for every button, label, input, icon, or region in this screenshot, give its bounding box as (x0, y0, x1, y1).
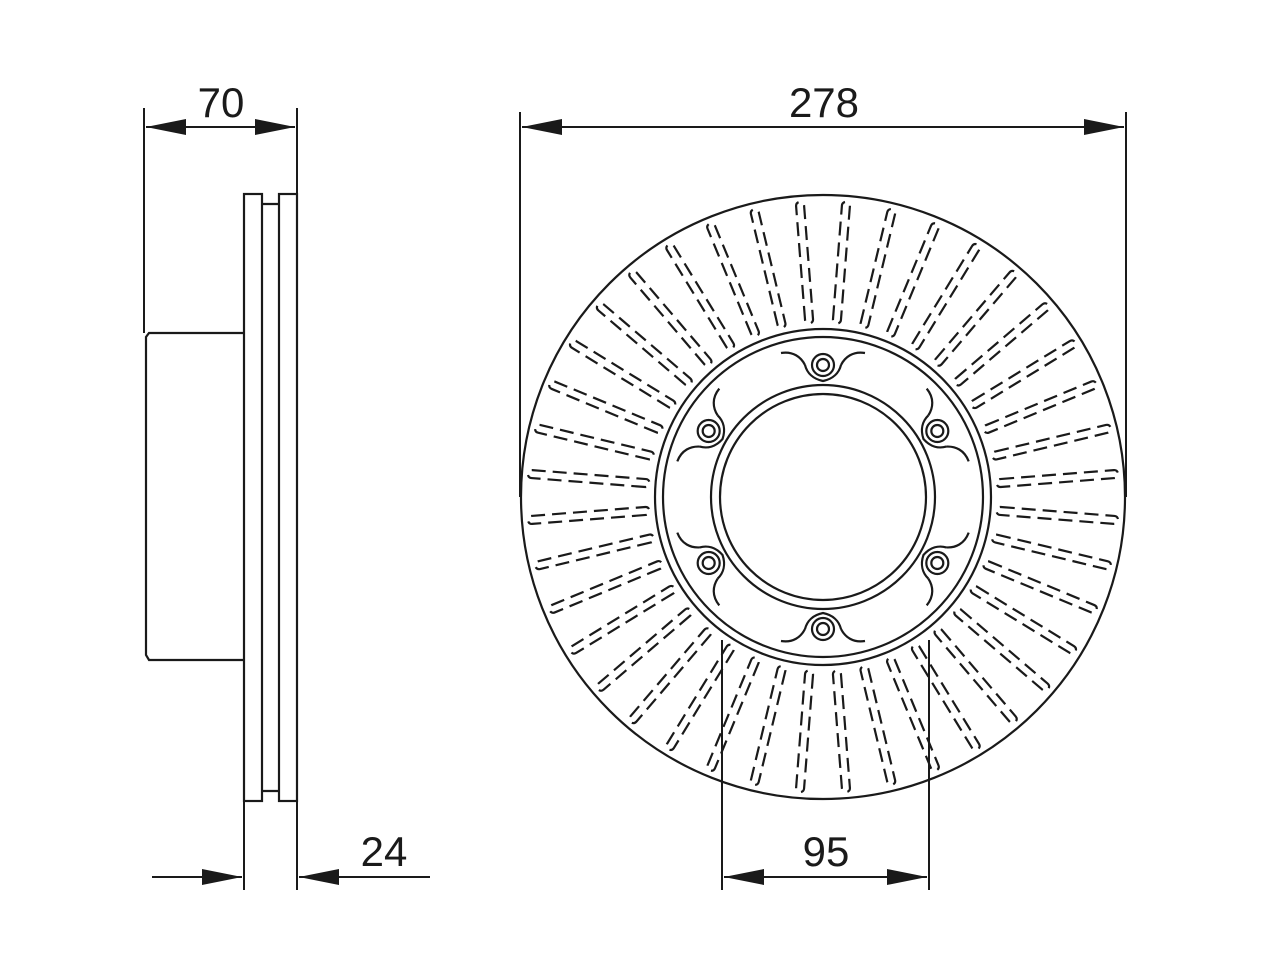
bolt-hole (780, 351, 866, 383)
vent-slot (595, 607, 693, 692)
vent-slot (548, 380, 664, 434)
vent-slot (749, 208, 787, 329)
friction-ring-inner-edge (653, 327, 993, 667)
vent-slot (886, 656, 940, 772)
vent-slot (991, 423, 1112, 461)
hub-profile (144, 331, 244, 662)
vent-slot (969, 584, 1078, 655)
vent-slot (795, 669, 815, 794)
vent-slot (595, 302, 693, 387)
disc-outer-edge (519, 193, 1127, 801)
vent-slot (831, 669, 851, 794)
vent-slots (526, 200, 1120, 794)
vent-slot (568, 584, 677, 655)
disc-outer-plate-right (277, 192, 299, 803)
bolt-hole (676, 387, 726, 462)
vent-slot (910, 242, 981, 351)
vent-slot (859, 208, 897, 329)
vent-slot (534, 533, 655, 571)
dim-label-bolt-circle: 95 (803, 828, 850, 875)
vent-slot (534, 423, 655, 461)
vent-slot (795, 200, 815, 325)
bolt-hole (920, 387, 970, 462)
vent-slot (953, 302, 1051, 387)
vent-slot (568, 339, 677, 410)
hat-edge (661, 335, 985, 659)
vent-slot (933, 269, 1018, 367)
bolt-hole (676, 532, 726, 607)
vent-slot (953, 607, 1051, 692)
center-bore-outer (709, 383, 937, 611)
vent-slot (969, 339, 1078, 410)
disc-vent-gap (262, 202, 279, 793)
front-view (519, 193, 1127, 801)
vent-slot (526, 505, 651, 525)
vent-slot (982, 560, 1098, 614)
vent-slot (831, 200, 851, 325)
dim-label-outer-diameter: 278 (789, 79, 859, 126)
vent-slot (665, 643, 736, 752)
vent-slot (910, 643, 981, 752)
disc-outer-plate-left (242, 192, 264, 803)
bolt-hole (920, 532, 970, 607)
vent-slot (859, 665, 897, 786)
vent-slot (982, 380, 1098, 434)
side-dimension-lines (143, 108, 430, 890)
vent-slot (995, 505, 1120, 525)
vent-slot (628, 269, 713, 367)
dim-label-thickness: 24 (361, 828, 408, 875)
vent-slot (933, 627, 1018, 725)
vent-slot (886, 222, 940, 338)
vent-slot (548, 560, 664, 614)
vent-slot (991, 533, 1112, 571)
vent-slot (995, 469, 1120, 489)
front-dimension-lines (519, 112, 1127, 890)
bolt-holes (676, 351, 970, 643)
vent-slot (706, 656, 760, 772)
vent-slot (749, 665, 787, 786)
vent-slot (628, 627, 713, 725)
bolt-hole (780, 611, 866, 643)
vent-slot (706, 222, 760, 338)
side-view (144, 192, 299, 803)
center-bore-inner (718, 392, 928, 602)
dim-label-hub-width: 70 (198, 79, 245, 126)
vent-slot (665, 242, 736, 351)
vent-slot (526, 469, 651, 489)
